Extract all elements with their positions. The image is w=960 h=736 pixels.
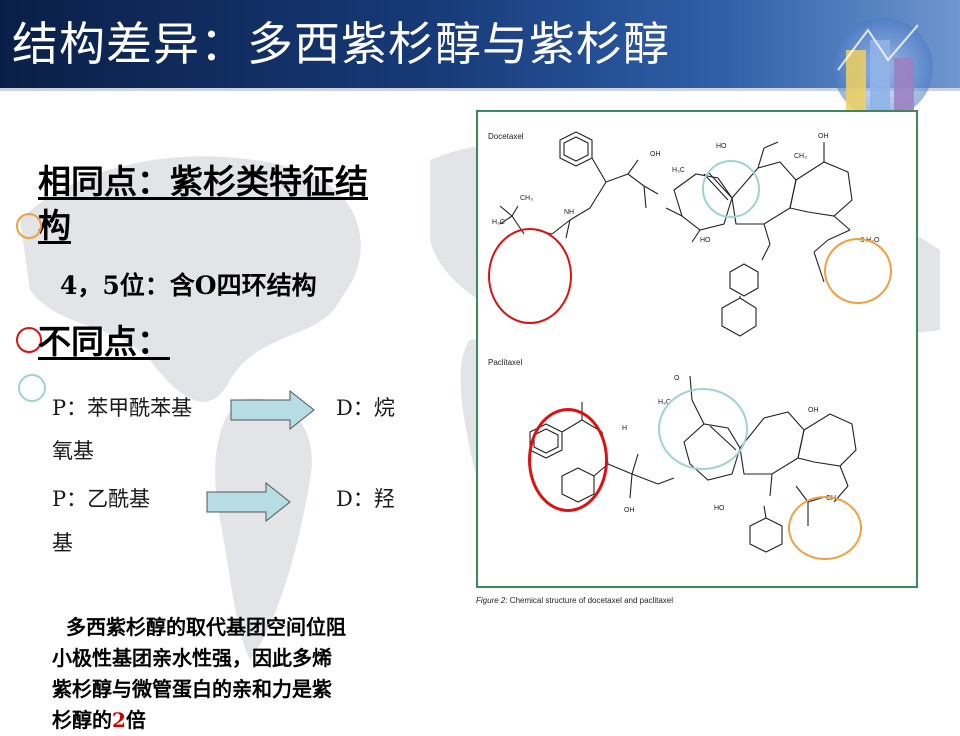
atom-label: OH — [624, 507, 635, 514]
red-highlight-ring — [528, 408, 608, 512]
docetaxel-label: Docetaxel — [488, 132, 524, 141]
title-bar — [0, 0, 960, 90]
atom-label: CH₃ — [794, 153, 807, 160]
orange-highlight-ring — [824, 238, 892, 304]
summary-paragraph: 多西紫杉醇的取代基团空间位阻 小极性基团亲水性强，因此多烯 紫杉醇与微管蛋白的亲… — [52, 612, 412, 736]
summary-line: 杉醇的 — [52, 708, 112, 732]
chemical-structure-figure: Docetaxel Paclitaxel — [476, 110, 918, 588]
orange-highlight-ring — [788, 496, 862, 560]
summary-line-tail: 倍 — [125, 708, 146, 732]
comparison-2-right: D：羟 — [336, 487, 395, 511]
figure-caption-prefix: Figure 2: — [476, 596, 508, 605]
comparison-1-right-cont: 氧基 — [52, 439, 94, 463]
atom-label: H₃C — [492, 219, 505, 226]
bullet-red-ring — [16, 327, 42, 353]
atom-label: OH — [650, 151, 661, 158]
atom-label: HO — [714, 505, 725, 512]
atom-label: H — [622, 425, 627, 432]
atom-label: NH — [564, 209, 574, 216]
teal-highlight-ring — [658, 388, 748, 470]
atom-label: H₃C — [658, 399, 671, 406]
summary-highlight-number: 2 — [112, 708, 126, 732]
bullet-teal-ring — [18, 374, 46, 402]
figure-caption: Figure 2: Chemical structure of docetaxe… — [476, 596, 673, 605]
heading-differences: 不同点： — [38, 322, 170, 361]
shared-feature-text: 4，5位：含O四环结构 — [60, 271, 317, 300]
title-divider — [0, 88, 960, 91]
atom-label: HO — [700, 237, 711, 244]
comparison-1-right: D：烷 — [336, 396, 395, 420]
heading-similarities: 相同点：紫杉类特征结构 — [38, 162, 368, 245]
atom-label: OH — [818, 133, 829, 140]
paclitaxel-label: Paclitaxel — [488, 358, 523, 367]
atom-label: H₃C — [672, 167, 685, 174]
comparison-1-left: P：苯甲酰苯基 — [52, 396, 193, 420]
red-highlight-ring — [488, 228, 572, 324]
arrow-right-icon — [230, 390, 315, 430]
atom-label: OH — [808, 407, 819, 414]
atom-label: HO — [716, 143, 727, 150]
arrow-right-icon — [206, 482, 291, 522]
summary-line: 小极性基团亲水性强，因此多烯 — [52, 646, 332, 670]
atom-label: CH₃ — [520, 195, 533, 202]
summary-line: 多西紫杉醇的取代基团空间位阻 — [66, 615, 346, 639]
figure-caption-text: Chemical structure of docetaxel and pacl… — [507, 596, 673, 605]
atom-label: O — [674, 375, 680, 382]
bullet-orange-ring — [16, 213, 42, 239]
teal-highlight-ring — [702, 160, 760, 218]
decorative-logo-graphic — [833, 18, 933, 118]
comparison-2-left: P：乙酰基 — [52, 487, 151, 511]
summary-line: 紫杉醇与微管蛋白的亲和力是紫 — [52, 677, 332, 701]
slide-title: 结构差异：多西紫杉醇与紫杉醇 — [12, 17, 670, 71]
comparison-2-right-cont: 基 — [52, 531, 73, 555]
